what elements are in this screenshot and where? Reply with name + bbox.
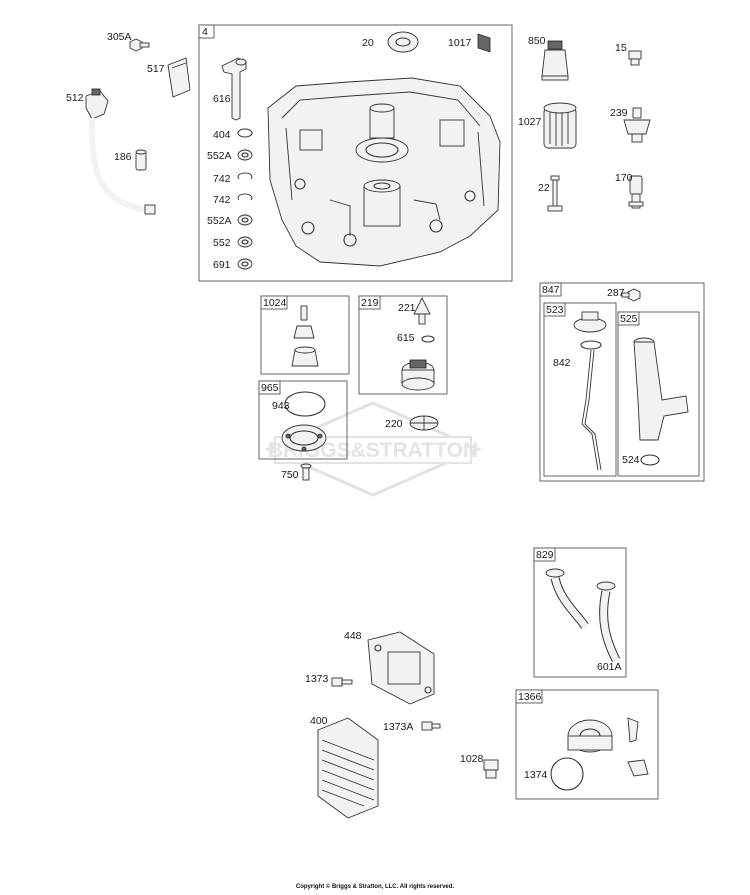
group-label-523: 523 [546, 304, 564, 316]
callout-labels: 305A 517 512 186 20 1017 616 404 552A 74… [66, 31, 640, 781]
part-1017-clip [477, 33, 491, 53]
dipstick-rod [581, 349, 602, 471]
part-517 [167, 57, 191, 98]
group-label-219: 219 [361, 297, 379, 309]
group-label-965: 965 [261, 382, 279, 394]
part-1373A-bolt [421, 721, 441, 731]
group-box-219: 219 [358, 295, 448, 395]
label-943: 943 [272, 400, 290, 412]
label-186: 186 [114, 151, 132, 163]
label-615: 615 [397, 332, 415, 344]
label-601A: 601A [597, 661, 622, 673]
part-15-plug [628, 50, 642, 66]
dipstick-cap [573, 311, 607, 350]
label-448: 448 [344, 630, 362, 642]
part-22-bolt [547, 175, 563, 212]
gasket-parts [281, 391, 327, 452]
part-512 [85, 88, 156, 215]
part-850-tube [541, 40, 569, 81]
group-label-829: 829 [536, 549, 554, 561]
seal-stack [237, 128, 253, 270]
group-box-847: 847 [539, 282, 705, 482]
group-box-829: 829 [533, 547, 627, 678]
label-404: 404 [213, 129, 231, 141]
label-1374: 1374 [524, 769, 548, 781]
part-616-shaft [221, 57, 247, 121]
label-1373A: 1373A [383, 721, 413, 733]
group-box-525: 525 [617, 311, 700, 477]
governor-parts [291, 305, 319, 367]
part-1028-fitting [483, 759, 499, 779]
group-box-523: 523 [543, 302, 617, 477]
label-1028: 1028 [460, 753, 484, 765]
part-crankcase-sump [267, 77, 501, 267]
part-170-pin [628, 175, 644, 209]
label-616: 616 [213, 93, 231, 105]
label-1373: 1373 [305, 673, 329, 685]
oil-hoses [545, 568, 621, 663]
group-label-1024: 1024 [263, 297, 287, 309]
label-750: 750 [281, 469, 299, 481]
fill-tube [633, 337, 689, 466]
label-691: 691 [213, 259, 231, 271]
label-742: 742 [213, 173, 231, 185]
label-1027: 1027 [518, 116, 542, 128]
gear-parts [401, 296, 435, 391]
label-1017: 1017 [448, 37, 472, 49]
label-20: 20 [362, 37, 374, 49]
group-box-965: 965 [258, 380, 348, 460]
label-524: 524 [622, 454, 640, 466]
group-box-1024: 1024 [260, 295, 350, 375]
group-label-525: 525 [620, 313, 638, 325]
group-box-4: 4 [198, 24, 513, 282]
label-842: 842 [553, 357, 571, 369]
label-517: 517 [147, 63, 165, 75]
part-239-sensor [623, 107, 651, 143]
group-label-1366: 1366 [518, 691, 542, 703]
label-15: 15 [615, 42, 627, 54]
part-1027-filter [543, 102, 577, 149]
part-287-screw [621, 288, 641, 302]
label-239: 239 [610, 107, 628, 119]
label-305A: 305A [107, 31, 132, 43]
copyright-notice: Copyright © Briggs & Stratton, LLC. All … [295, 884, 455, 890]
part-305A [129, 38, 150, 52]
part-1373-bolt [331, 677, 353, 687]
label-552: 552 [213, 237, 231, 249]
part-186 [135, 149, 147, 171]
label-400: 400 [310, 715, 328, 727]
label-22: 22 [538, 182, 550, 194]
part-20-seal [387, 31, 419, 53]
label-170: 170 [615, 172, 633, 184]
label-220: 220 [385, 418, 403, 430]
label-552A: 552A [207, 150, 232, 162]
part-750-screw [300, 463, 312, 481]
label-850: 850 [528, 35, 546, 47]
group-label-847: 847 [542, 284, 560, 296]
label-287: 287 [607, 287, 625, 299]
label-221: 221 [398, 302, 416, 314]
label-742-second: 742 [213, 194, 231, 206]
label-512: 512 [66, 92, 84, 104]
part-400-oil-cooler [317, 717, 379, 819]
part-220-disc [409, 415, 439, 431]
oil-filter-adapter [550, 717, 649, 791]
label-552A-second: 552A [207, 215, 232, 227]
group-box-1366: 1366 [515, 689, 659, 800]
part-448-bracket [367, 631, 435, 705]
group-label-4: 4 [202, 26, 208, 38]
